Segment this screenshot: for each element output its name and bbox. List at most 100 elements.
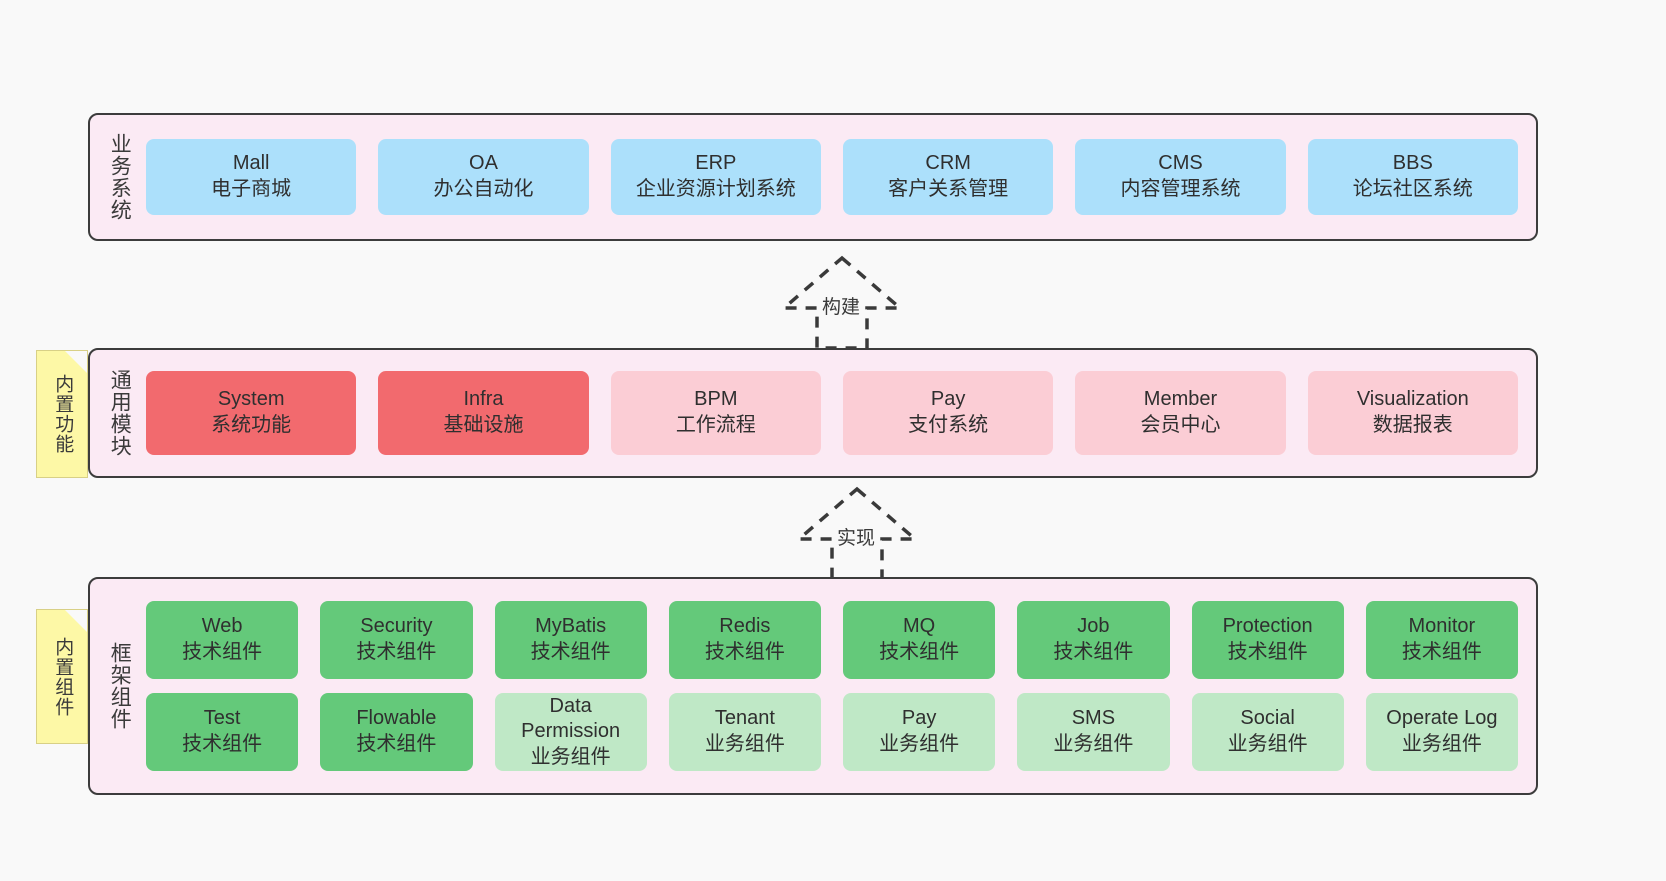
card-subtitle: 系统功能 — [211, 414, 292, 436]
card-subtitle: 技术组件 — [530, 641, 611, 663]
card-subtitle: 技术组件 — [879, 641, 960, 663]
card-title: Pay — [930, 388, 966, 411]
card-title: OA — [469, 152, 498, 175]
sticky-note-label: 内置功能 — [52, 374, 74, 454]
card-title: ERP — [695, 152, 737, 175]
card-protection[interactable]: Protection 技术组件 — [1191, 601, 1344, 679]
card-subtitle: 技术组件 — [704, 641, 785, 663]
card-row: Web 技术组件 Security 技术组件 MyBatis 技术组件 Redi… — [146, 601, 1518, 679]
card-subtitle: 业务组件 — [879, 733, 960, 755]
card-flowable[interactable]: Flowable 技术组件 — [320, 693, 473, 771]
section-common-modules: 通用模块 System 系统功能 Infra 基础设施 BPM 工作流程 Pay… — [88, 348, 1538, 478]
section-title-common-modules: 通用模块 — [108, 369, 132, 457]
card-pay-component[interactable]: Pay 业务组件 — [843, 693, 996, 771]
card-title: Protection — [1222, 615, 1313, 638]
card-subtitle: 论坛社区系统 — [1352, 178, 1473, 200]
card-title: Infra — [463, 388, 504, 411]
card-redis[interactable]: Redis 技术组件 — [668, 601, 821, 679]
card-subtitle: 技术组件 — [356, 733, 437, 755]
connector-build-label: 构建 — [820, 292, 863, 319]
card-title: Operate Log — [1386, 707, 1498, 730]
card-sms[interactable]: SMS 业务组件 — [1017, 693, 1170, 771]
card-tenant[interactable]: Tenant 业务组件 — [668, 693, 821, 771]
section-title-framework-components: 框架组件 — [108, 642, 132, 730]
card-system[interactable]: System 系统功能 — [146, 371, 357, 455]
card-subtitle: 办公自动化 — [433, 178, 534, 200]
card-crm[interactable]: CRM 客户关系管理 — [842, 139, 1054, 215]
card-subtitle: 业务组件 — [1053, 733, 1134, 755]
card-title: Tenant — [714, 707, 775, 730]
section-framework-components: 框架组件 Web 技术组件 Security 技术组件 MyBatis 技术组件… — [88, 577, 1538, 795]
card-title: Redis — [719, 615, 771, 638]
card-operate-log[interactable]: Operate Log 业务组件 — [1365, 693, 1518, 771]
card-title: SMS — [1071, 707, 1116, 730]
card-title: CMS — [1158, 152, 1203, 175]
card-infra[interactable]: Infra 基础设施 — [378, 371, 589, 455]
card-security[interactable]: Security 技术组件 — [320, 601, 473, 679]
connector-implement: 实现 — [757, 483, 957, 583]
card-row: Test 技术组件 Flowable 技术组件 Data Permission … — [146, 693, 1518, 771]
card-title: Test — [203, 707, 241, 730]
card-title: CRM — [925, 152, 971, 175]
card-title: Member — [1143, 388, 1218, 411]
card-oa[interactable]: OA 办公自动化 — [378, 139, 589, 215]
card-title: Job — [1077, 615, 1110, 638]
card-subtitle: 技术组件 — [182, 733, 263, 755]
card-subtitle: 工作流程 — [675, 414, 756, 436]
card-title: System — [217, 388, 285, 411]
sticky-note-built-in-components: 内置组件 — [36, 609, 88, 744]
card-pay[interactable]: Pay 支付系统 — [842, 371, 1054, 455]
card-mq[interactable]: MQ 技术组件 — [843, 601, 996, 679]
card-subtitle: 技术组件 — [1227, 641, 1308, 663]
card-title: Data Permission — [521, 694, 621, 743]
card-subtitle: 业务组件 — [1227, 733, 1308, 755]
card-title: Pay — [901, 707, 937, 730]
card-subtitle: 技术组件 — [356, 641, 437, 663]
section-title-business-systems: 业务系统 — [108, 133, 132, 221]
card-title: Monitor — [1408, 615, 1476, 638]
card-bpm[interactable]: BPM 工作流程 — [610, 371, 821, 455]
card-subtitle: 企业资源计划系统 — [635, 178, 796, 200]
card-web[interactable]: Web 技术组件 — [146, 601, 299, 679]
card-subtitle: 基础设施 — [443, 414, 524, 436]
sticky-note-built-in-features: 内置功能 — [36, 350, 88, 478]
card-grid-business-systems: Mall 电子商城 OA 办公自动化 ERP 企业资源计划系统 CRM 客户关系… — [140, 115, 1536, 239]
card-test[interactable]: Test 技术组件 — [146, 693, 299, 771]
build-arrow-shape — [779, 255, 905, 350]
card-data-permission[interactable]: Data Permission 业务组件 — [494, 693, 647, 771]
card-subtitle: 技术组件 — [1053, 641, 1134, 663]
card-row: Mall 电子商城 OA 办公自动化 ERP 企业资源计划系统 CRM 客户关系… — [146, 139, 1518, 215]
card-subtitle: 会员中心 — [1140, 414, 1221, 436]
card-title: Flowable — [356, 707, 437, 730]
card-monitor[interactable]: Monitor 技术组件 — [1365, 601, 1518, 679]
card-title: BPM — [694, 388, 738, 411]
card-social[interactable]: Social 业务组件 — [1191, 693, 1344, 771]
card-row: System 系统功能 Infra 基础设施 BPM 工作流程 Pay 支付系统… — [146, 371, 1518, 455]
card-title: BBS — [1392, 152, 1433, 175]
card-subtitle: 客户关系管理 — [888, 178, 1009, 200]
card-subtitle: 支付系统 — [908, 414, 989, 436]
card-title: Mall — [232, 152, 270, 175]
sticky-note-label: 内置组件 — [52, 636, 74, 717]
card-title: Web — [201, 615, 243, 638]
card-bbs[interactable]: BBS 论坛社区系统 — [1307, 139, 1518, 215]
card-grid-common-modules: System 系统功能 Infra 基础设施 BPM 工作流程 Pay 支付系统… — [140, 350, 1536, 476]
card-job[interactable]: Job 技术组件 — [1017, 601, 1170, 679]
card-subtitle: 技术组件 — [1401, 641, 1482, 663]
card-mybatis[interactable]: MyBatis 技术组件 — [494, 601, 647, 679]
card-cms[interactable]: CMS 内容管理系统 — [1075, 139, 1286, 215]
card-title: Visualization — [1356, 388, 1469, 411]
card-subtitle: 业务组件 — [530, 745, 611, 768]
implement-arrow-shape — [794, 486, 920, 581]
card-subtitle: 电子商城 — [211, 178, 292, 200]
connector-implement-label: 实现 — [835, 523, 878, 550]
card-subtitle: 数据报表 — [1372, 414, 1453, 436]
card-erp[interactable]: ERP 企业资源计划系统 — [610, 139, 821, 215]
section-business-systems: 业务系统 Mall 电子商城 OA 办公自动化 ERP 企业资源计划系统 CRM… — [88, 113, 1538, 241]
card-visualization[interactable]: Visualization 数据报表 — [1307, 371, 1518, 455]
card-mall[interactable]: Mall 电子商城 — [146, 139, 357, 215]
card-title: MyBatis — [535, 615, 607, 638]
connector-build: 构建 — [742, 252, 942, 352]
card-member[interactable]: Member 会员中心 — [1075, 371, 1286, 455]
